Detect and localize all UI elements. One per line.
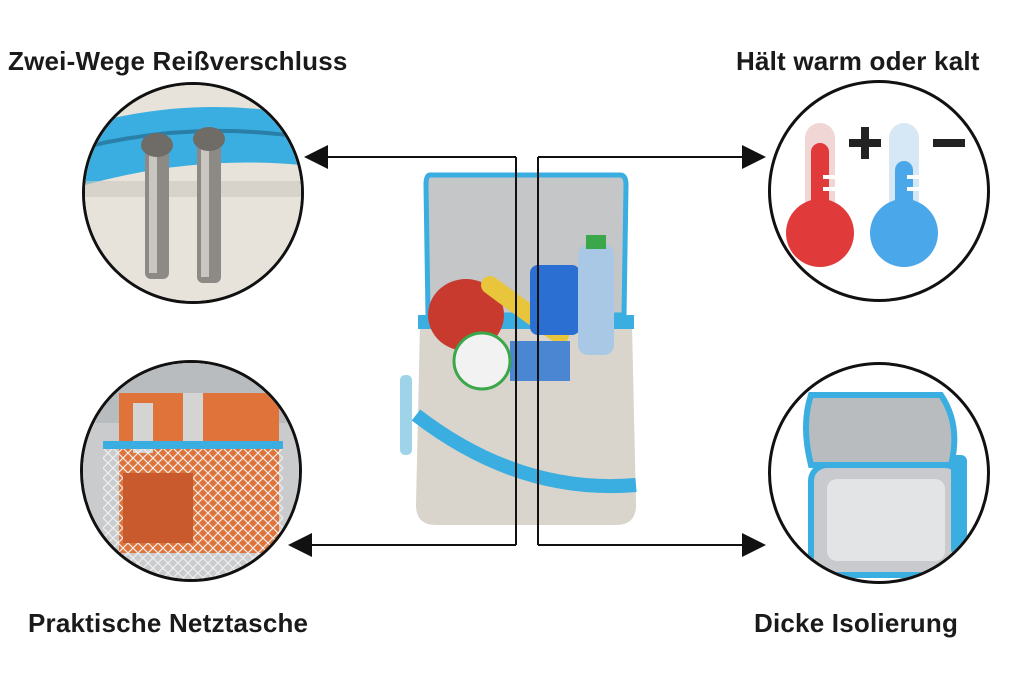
minus-icon — [933, 139, 965, 147]
cooler-bag-illustration — [400, 165, 650, 545]
thermometer-cold-icon — [870, 123, 938, 267]
mesh-pocket-detail-circle — [80, 360, 302, 582]
feature-label-mesh-pocket: Praktische Netztasche — [28, 608, 309, 638]
temperature-detail-circle — [768, 80, 990, 302]
feature-label-insulation: Dicke Isolierung — [754, 608, 959, 638]
thermometer-warm-icon — [786, 123, 854, 267]
plus-icon — [849, 127, 881, 159]
zipper-detail-circle — [82, 82, 304, 304]
feature-label-warm-cold: Hält warm oder kalt — [736, 46, 980, 76]
zipper-icon — [85, 85, 301, 301]
feature-label-zipper: Zwei-Wege Reißverschluss — [8, 46, 348, 76]
insulation-detail-circle — [768, 362, 990, 584]
